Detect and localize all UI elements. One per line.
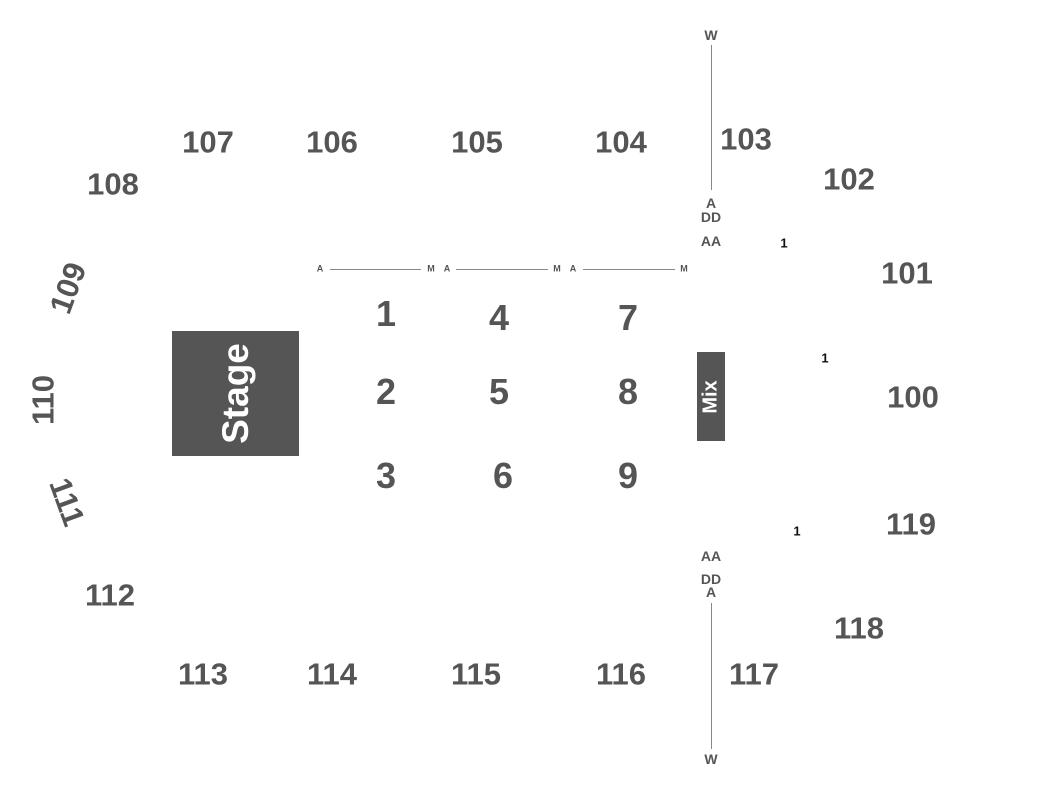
stage[interactable]: Stage: [172, 331, 299, 456]
row-one-marker: 1: [793, 523, 801, 539]
row-one-marker: 1: [821, 350, 829, 366]
floor-row-marker-m2: M: [553, 263, 561, 274]
row-one-marker: 1: [780, 235, 788, 251]
aisle-line-top: [711, 45, 712, 190]
mix-label: Mix: [700, 379, 722, 414]
section-107[interactable]: 107: [182, 124, 234, 160]
floor-row-marker-a3: A: [569, 263, 577, 274]
section-103[interactable]: 103: [720, 121, 772, 157]
floor-section-3[interactable]: 3: [375, 455, 397, 496]
floor-row-marker-m1: M: [427, 263, 435, 274]
row-marker-dd-top: DD: [700, 209, 722, 225]
floor-section-5[interactable]: 5: [488, 371, 510, 412]
floor-section-2[interactable]: 2: [375, 371, 397, 412]
section-117[interactable]: 117: [728, 656, 780, 692]
floor-section-6[interactable]: 6: [492, 455, 514, 496]
section-108[interactable]: 108: [87, 166, 139, 202]
section-110[interactable]: 110: [25, 374, 61, 426]
section-105[interactable]: 105: [451, 124, 503, 160]
section-116[interactable]: 116: [595, 656, 647, 692]
section-102[interactable]: 102: [823, 161, 875, 197]
floor-row-line-3: [583, 269, 675, 270]
row-marker-aa-bottom: AA: [700, 548, 722, 564]
mix-position: Mix: [697, 352, 725, 441]
floor-row-marker-m3: M: [680, 263, 688, 274]
floor-section-7[interactable]: 7: [617, 297, 639, 338]
section-104[interactable]: 104: [595, 124, 647, 160]
row-marker-w-bottom: W: [704, 751, 718, 767]
floor-section-1[interactable]: 1: [375, 293, 397, 334]
row-marker-a-top: A: [705, 195, 717, 211]
section-112[interactable]: 112: [84, 577, 136, 613]
section-109[interactable]: 109: [42, 257, 94, 319]
section-106[interactable]: 106: [306, 124, 358, 160]
section-119[interactable]: 119: [885, 506, 937, 542]
section-101[interactable]: 101: [881, 255, 933, 291]
floor-section-8[interactable]: 8: [617, 371, 639, 412]
section-111[interactable]: 111: [42, 473, 92, 531]
row-marker-w-top: W: [704, 27, 718, 43]
floor-section-9[interactable]: 9: [617, 455, 639, 496]
aisle-line-bottom: [711, 603, 712, 749]
section-114[interactable]: 114: [306, 656, 358, 692]
floor-row-line-2: [456, 269, 548, 270]
floor-row-marker-a1: A: [316, 263, 324, 274]
stage-label: Stage: [214, 343, 256, 444]
floor-row-line-1: [330, 269, 421, 270]
floor-section-4[interactable]: 4: [488, 297, 510, 338]
floor-row-marker-a2: A: [443, 263, 451, 274]
section-118[interactable]: 118: [833, 610, 885, 646]
section-113[interactable]: 113: [177, 656, 229, 692]
section-115[interactable]: 115: [450, 656, 502, 692]
section-100[interactable]: 100: [887, 379, 939, 415]
row-marker-dd-bottom: DD: [700, 571, 722, 587]
row-marker-a-bottom: A: [705, 584, 717, 600]
row-marker-aa-top: AA: [700, 233, 722, 249]
